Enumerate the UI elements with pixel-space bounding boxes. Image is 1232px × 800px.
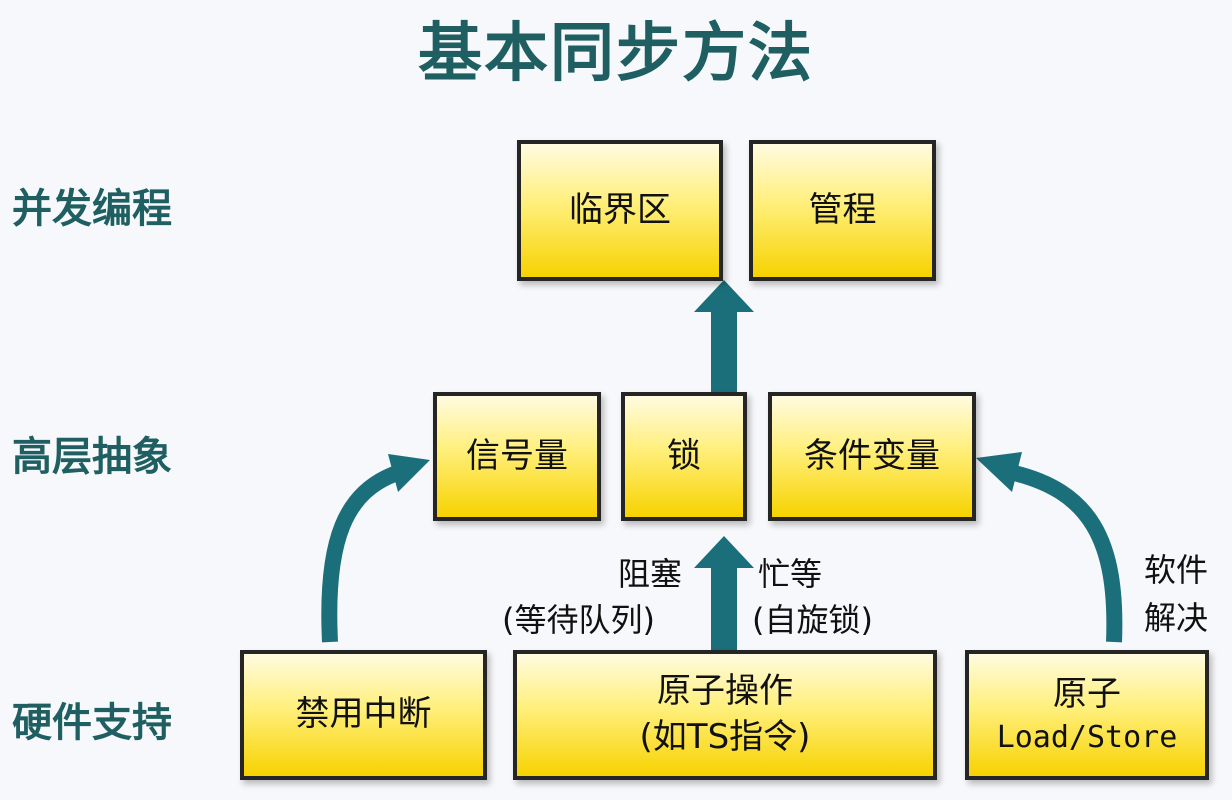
box-atomic-load-store: 原子 Load/Store <box>965 650 1209 780</box>
note-software-line1: 软件 <box>1144 551 1209 589</box>
note-blocking-line2: (等待队列) <box>502 601 655 639</box>
box-atomic-operation-line2: (如TS指令) <box>639 717 811 757</box>
box-critical-section-label: 临界区 <box>569 189 671 230</box>
box-disable-interrupt-label: 禁用中断 <box>295 694 432 735</box>
note-busy-wait-line2: (自旋锁) <box>752 601 873 639</box>
box-condition-variable: 条件变量 <box>768 392 976 521</box>
layer-label-abstraction: 高层抽象 <box>12 434 172 480</box>
box-monitor: 管程 <box>749 140 936 281</box>
layer-label-concurrent: 并发编程 <box>12 186 172 232</box>
arrow-curve-loadstore-to-condvar <box>976 452 1123 643</box>
note-busy-wait-line1: 忙等 <box>758 555 823 593</box>
box-monitor-label: 管程 <box>808 189 877 230</box>
box-semaphore-label: 信号量 <box>466 435 568 476</box>
box-atomic-load-store-line1: 原子 <box>1053 673 1121 714</box>
box-disable-interrupt: 禁用中断 <box>240 650 487 780</box>
box-lock: 锁 <box>621 392 747 521</box>
box-atomic-operation-line1: 原子操作 <box>657 671 793 712</box>
box-condition-variable-label: 条件变量 <box>804 435 940 476</box>
box-lock-label: 锁 <box>667 435 701 476</box>
box-critical-section: 临界区 <box>517 140 723 281</box>
arrow-up-atomic-to-lock <box>694 536 754 652</box>
diagram-title: 基本同步方法 <box>418 17 814 91</box>
layer-label-hardware: 硬件支持 <box>12 700 172 746</box>
box-atomic-load-store-line2: Load/Store <box>996 719 1178 755</box>
arrow-up-lock-to-top <box>694 280 754 394</box>
box-semaphore: 信号量 <box>433 392 601 521</box>
note-software-line2: 解决 <box>1144 599 1209 637</box>
box-atomic-operation: 原子操作 (如TS指令) <box>513 650 937 780</box>
note-blocking-line1: 阻塞 <box>618 555 683 593</box>
arrow-curve-interrupt-to-semaphore <box>321 454 430 643</box>
